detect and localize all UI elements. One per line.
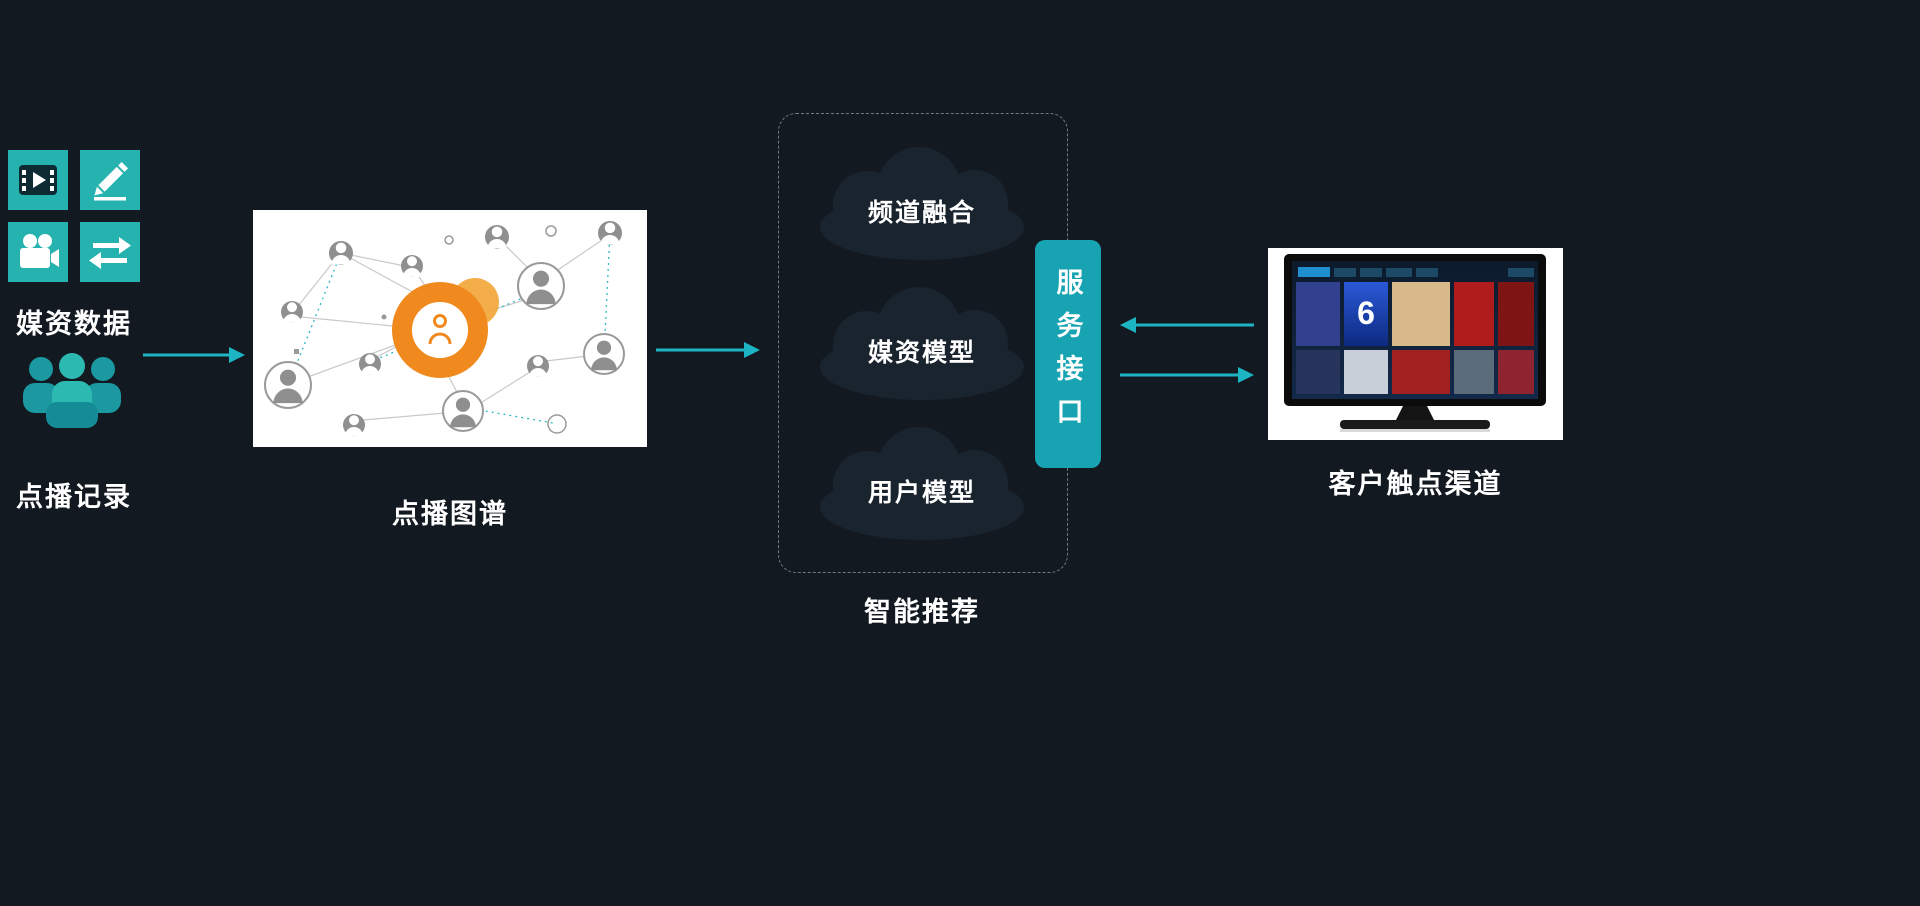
tv-channel-label: 客户触点渠道 xyxy=(1328,469,1503,499)
tv-poster xyxy=(1498,282,1534,346)
transfer-arrows-icon xyxy=(80,222,140,282)
media-data-label: 媒资数据 xyxy=(16,309,132,339)
arrow-tv-to-service-icon xyxy=(1120,314,1254,336)
tv-poster xyxy=(1392,350,1450,394)
recommend-label: 智能推荐 xyxy=(864,597,980,627)
tv-posters-row1: 6 xyxy=(1296,282,1534,346)
arrow-left-to-graph-icon xyxy=(143,344,245,366)
tv-poster xyxy=(1454,282,1494,346)
cloud-media-model: 媒资模型 xyxy=(797,285,1047,403)
vod-graph-label: 点播图谱 xyxy=(392,499,508,529)
tv-poster xyxy=(1392,282,1450,346)
tv-poster-number: 6 xyxy=(1357,295,1375,331)
tv-poster xyxy=(1344,282,1388,346)
cloud-media-model-label: 媒资模型 xyxy=(867,339,976,367)
tv-poster xyxy=(1454,350,1494,394)
tv-image: 6 xyxy=(1268,248,1563,440)
arrow-service-to-tv-icon xyxy=(1120,364,1254,386)
pencil-icon xyxy=(80,150,140,210)
tv-nav-pills xyxy=(1298,267,1534,277)
vod-graph-image xyxy=(253,210,647,447)
film-play-icon xyxy=(8,150,68,210)
tv-poster xyxy=(1296,350,1340,394)
tv-poster xyxy=(1344,350,1388,394)
cloud-channel-fusion-label: 频道融合 xyxy=(867,199,976,227)
tv-posters-row2 xyxy=(1296,350,1534,394)
tv-poster xyxy=(1498,350,1534,394)
service-interface-label: 服务接口 xyxy=(1052,268,1083,440)
video-camera-icon xyxy=(8,222,68,282)
users-group-icon xyxy=(14,352,130,445)
arrow-graph-to-recommend-icon xyxy=(656,339,760,361)
tv-poster xyxy=(1296,282,1340,346)
media-source-icons xyxy=(8,150,140,282)
service-interface-button: 服务接口 xyxy=(1035,240,1101,468)
vod-records-label: 点播记录 xyxy=(16,482,132,512)
cloud-user-model: 用户模型 xyxy=(797,425,1047,543)
cloud-channel-fusion: 频道融合 xyxy=(797,145,1047,263)
cloud-user-model-label: 用户模型 xyxy=(867,479,976,507)
